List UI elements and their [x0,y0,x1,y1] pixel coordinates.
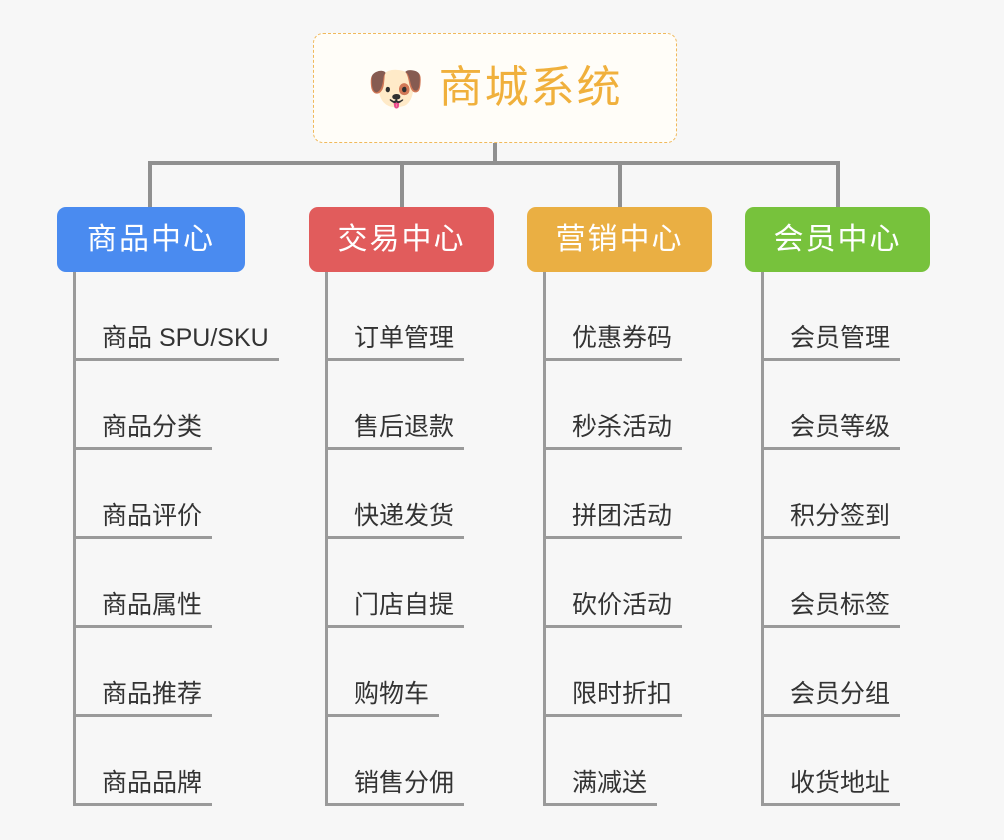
connector-drop-product-center [148,161,152,207]
list-item-label: 商品 SPU/SKU [76,324,279,361]
list-item-label: 拼团活动 [546,502,683,539]
list-item-label: 购物车 [328,680,440,717]
list-item[interactable]: 快递发货 [325,450,494,539]
list-item-label: 售后退款 [328,413,465,450]
list-item[interactable]: 门店自提 [325,539,494,628]
list-item[interactable]: 会员标签 [761,539,930,628]
list-item-label: 秒杀活动 [546,413,683,450]
list-item-label: 砍价活动 [546,591,683,628]
branch-spine [543,272,546,806]
list-item[interactable]: 商品评价 [73,450,245,539]
list-item[interactable]: 会员分组 [761,628,930,717]
list-item[interactable]: 会员管理 [761,272,930,361]
branch-product-center: 商品中心 商品 SPU/SKU 商品分类 商品评价 商品属性 商品推荐 商品品牌 [57,207,279,806]
list-item[interactable]: 商品 SPU/SKU [73,272,279,361]
list-item-label: 快递发货 [328,502,465,539]
list-item[interactable]: 售后退款 [325,361,494,450]
branch-header-label: 交易中心 [337,222,466,256]
connector-drop-member-center [836,161,840,207]
connector-root-stem [493,143,497,164]
list-item[interactable]: 销售分佣 [325,717,494,806]
list-item[interactable]: 订单管理 [325,272,494,361]
list-item-label: 收货地址 [764,769,901,806]
list-item-label: 订单管理 [328,324,465,361]
connector-drop-marketing-center [618,161,622,207]
list-item-label: 满减送 [546,769,658,806]
branch-spine [325,272,328,806]
list-item[interactable]: 购物车 [325,628,494,717]
branch-items-trade-center: 订单管理 售后退款 快递发货 门店自提 购物车 销售分佣 [325,272,494,806]
list-item[interactable]: 商品分类 [73,361,245,450]
list-item-label: 门店自提 [328,591,465,628]
list-item-label: 会员分组 [764,680,901,717]
list-item-label: 积分签到 [764,502,901,539]
list-item[interactable]: 拼团活动 [543,450,712,539]
list-item-label: 会员等级 [764,413,901,450]
branch-header-label: 营销中心 [555,222,684,256]
branch-marketing-center: 营销中心 优惠券码 秒杀活动 拼团活动 砍价活动 限时折扣 满减送 [527,207,712,806]
list-item[interactable]: 优惠券码 [543,272,712,361]
list-item[interactable]: 满减送 [543,717,712,806]
list-item[interactable]: 限时折扣 [543,628,712,717]
branch-items-marketing-center: 优惠券码 秒杀活动 拼团活动 砍价活动 限时折扣 满减送 [543,272,712,806]
root-node[interactable]: 🐶 商城系统 [313,33,677,143]
list-item[interactable]: 商品属性 [73,539,245,628]
list-item[interactable]: 商品品牌 [73,717,245,806]
branch-header-member-center[interactable]: 会员中心 [745,207,930,272]
list-item[interactable]: 积分签到 [761,450,930,539]
list-item-label: 商品评价 [76,502,213,539]
branch-items-product-center: 商品 SPU/SKU 商品分类 商品评价 商品属性 商品推荐 商品品牌 [73,272,279,806]
list-item-label: 会员管理 [764,324,901,361]
root-title: 商城系统 [438,63,623,112]
list-item-label: 商品分类 [76,413,213,450]
branch-spine [73,272,76,806]
list-item-label: 商品品牌 [76,769,213,806]
list-item-label: 商品推荐 [76,680,213,717]
list-item[interactable]: 砍价活动 [543,539,712,628]
connector-drop-trade-center [400,161,404,207]
connector-horizontal-bus [148,161,840,165]
list-item-label: 商品属性 [76,591,213,628]
branch-member-center: 会员中心 会员管理 会员等级 积分签到 会员标签 会员分组 收货地址 [745,207,930,806]
branch-header-trade-center[interactable]: 交易中心 [309,207,494,272]
branch-header-label: 会员中心 [773,222,902,256]
list-item[interactable]: 会员等级 [761,361,930,450]
list-item[interactable]: 收货地址 [761,717,930,806]
branch-items-member-center: 会员管理 会员等级 积分签到 会员标签 会员分组 收货地址 [761,272,930,806]
branch-header-marketing-center[interactable]: 营销中心 [527,207,712,272]
list-item-label: 优惠券码 [546,324,683,361]
list-item[interactable]: 秒杀活动 [543,361,712,450]
branch-spine [761,272,764,806]
branch-header-product-center[interactable]: 商品中心 [57,207,245,272]
list-item-label: 销售分佣 [328,769,465,806]
list-item-label: 限时折扣 [546,680,683,717]
branch-trade-center: 交易中心 订单管理 售后退款 快递发货 门店自提 购物车 销售分佣 [309,207,494,806]
list-item-label: 会员标签 [764,591,901,628]
shiba-dog-icon: 🐶 [367,62,425,114]
list-item[interactable]: 商品推荐 [73,628,245,717]
branch-header-label: 商品中心 [87,222,215,256]
